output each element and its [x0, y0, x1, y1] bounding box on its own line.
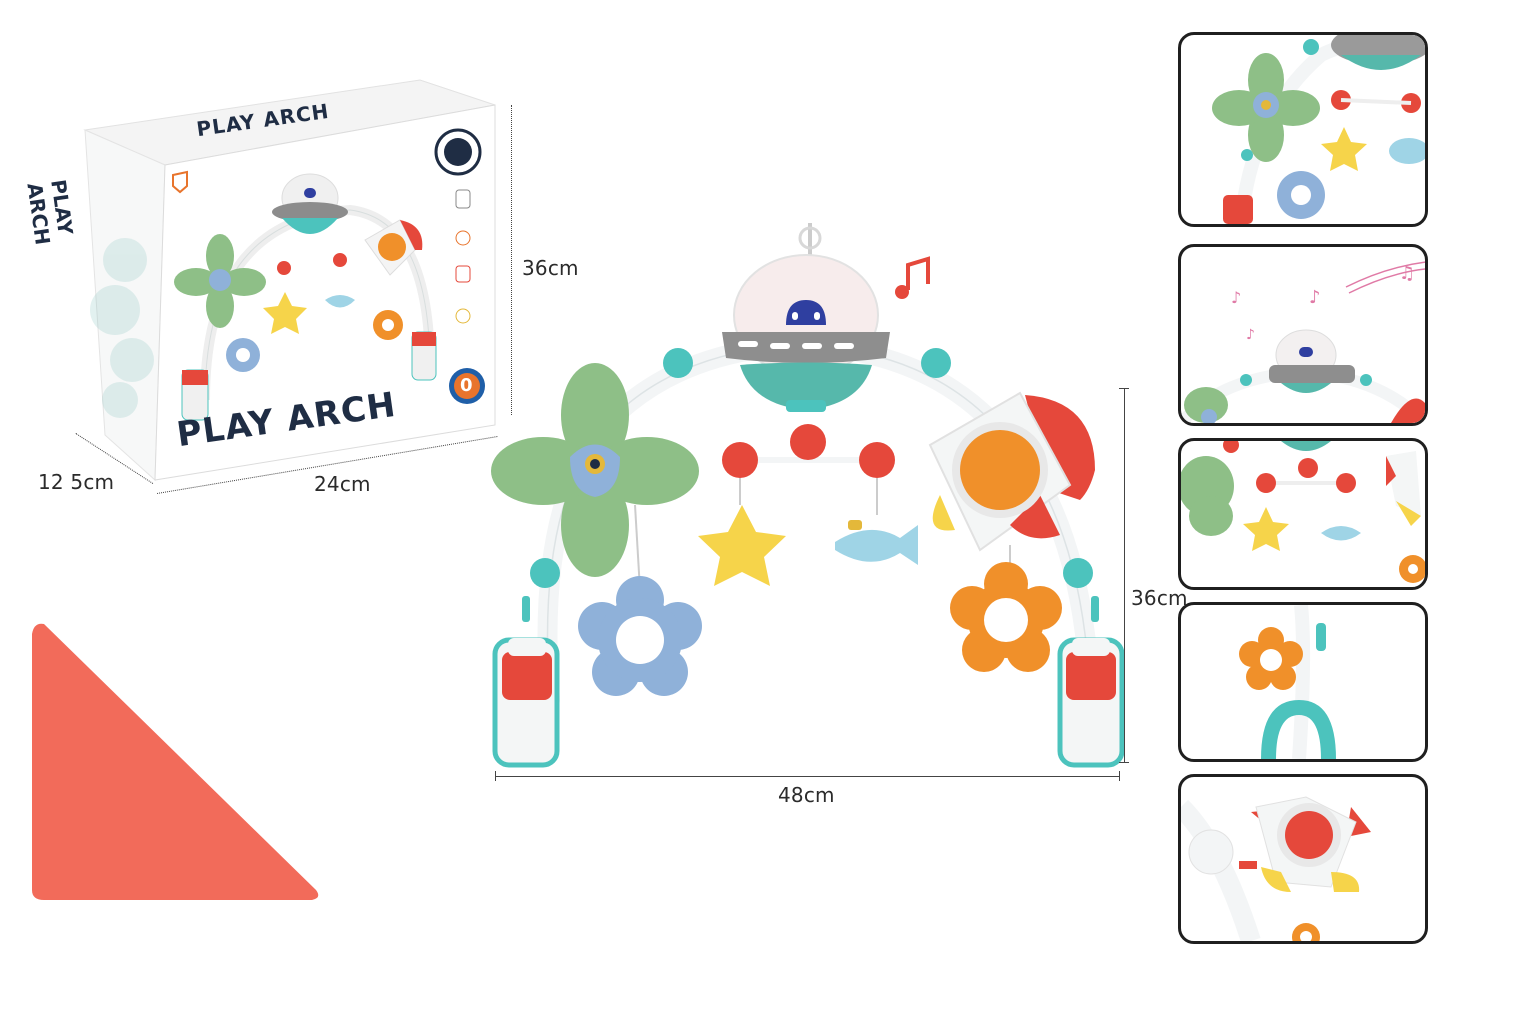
arch-width-tick-left: [495, 771, 496, 781]
play-arch-main-illustration: [490, 220, 1130, 780]
thumbnail-rocket-pop-button[interactable]: [1178, 774, 1428, 944]
coral-triangle-decoration: [30, 620, 325, 905]
thumbnail-music-ufo[interactable]: ♪ ♪ ♪ ♫: [1178, 244, 1428, 426]
arch-height-line: [1124, 388, 1125, 762]
age-badge-text: 0: [460, 375, 473, 396]
thumbnail-clip-and-flower[interactable]: [1178, 602, 1428, 762]
box-height-line: [511, 105, 512, 415]
product-box-illustration: [70, 70, 530, 500]
box-height-label: 36cm: [522, 256, 579, 280]
svg-text:♪: ♪: [1309, 287, 1321, 308]
svg-text:♫: ♫: [1399, 263, 1415, 284]
thumbnail-fan-and-hanging-toys[interactable]: [1178, 32, 1428, 227]
arch-width-label: 48cm: [778, 783, 835, 807]
arch-width-line: [495, 776, 1120, 777]
box-width-label: 24cm: [314, 472, 371, 496]
svg-text:♪: ♪: [1231, 288, 1241, 307]
arch-height-tick-top: [1119, 388, 1129, 389]
arch-height-label: 36cm: [1131, 586, 1188, 610]
arch-height-tick-bottom: [1119, 762, 1129, 763]
svg-text:♪: ♪: [1246, 327, 1255, 343]
arch-width-tick-right: [1119, 771, 1120, 781]
box-depth-label: 12 5cm: [38, 470, 115, 494]
thumbnail-hanging-toys[interactable]: [1178, 438, 1428, 590]
